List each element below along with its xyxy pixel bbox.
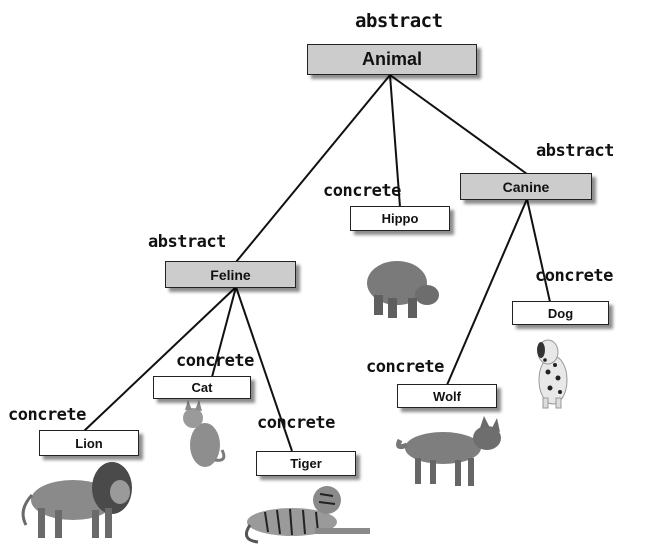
feline-box: Feline: [165, 261, 296, 288]
cat-image: [183, 400, 226, 467]
edge-feline-lion: [83, 286, 237, 432]
wolf-image: [396, 416, 501, 486]
canine-tag: abstract: [536, 141, 614, 161]
canine-box: Canine: [460, 173, 592, 200]
edge-animal-canine: [389, 74, 528, 175]
edge-animal-feline: [235, 74, 391, 263]
feline-tag: abstract: [148, 232, 226, 252]
dog-image: [537, 339, 568, 409]
lion-image: [21, 462, 132, 538]
lion-box: Lion: [39, 430, 139, 456]
tiger-tag: concrete: [257, 413, 335, 433]
edge-canine-wolf: [446, 198, 528, 386]
tiger-box: Tiger: [256, 451, 356, 476]
edge-canine-dog: [526, 198, 551, 303]
animal-box: Animal: [307, 44, 477, 75]
dog-box: Dog: [512, 301, 609, 325]
wolf-tag: concrete: [366, 357, 444, 377]
edge-feline-cat: [211, 286, 237, 378]
cat-tag: concrete: [176, 351, 254, 371]
lion-tag: concrete: [8, 405, 86, 425]
hippo-tag: concrete: [323, 181, 401, 201]
dog-tag: concrete: [535, 266, 613, 286]
hippo-box: Hippo: [350, 206, 450, 231]
animal-tag: abstract: [355, 10, 443, 32]
cat-box: Cat: [153, 376, 251, 399]
edge-feline-tiger: [235, 286, 293, 452]
wolf-box: Wolf: [397, 384, 497, 408]
edge-animal-hippo: [389, 74, 401, 208]
tiger-image: [244, 486, 370, 544]
hippo-image: [367, 261, 439, 318]
